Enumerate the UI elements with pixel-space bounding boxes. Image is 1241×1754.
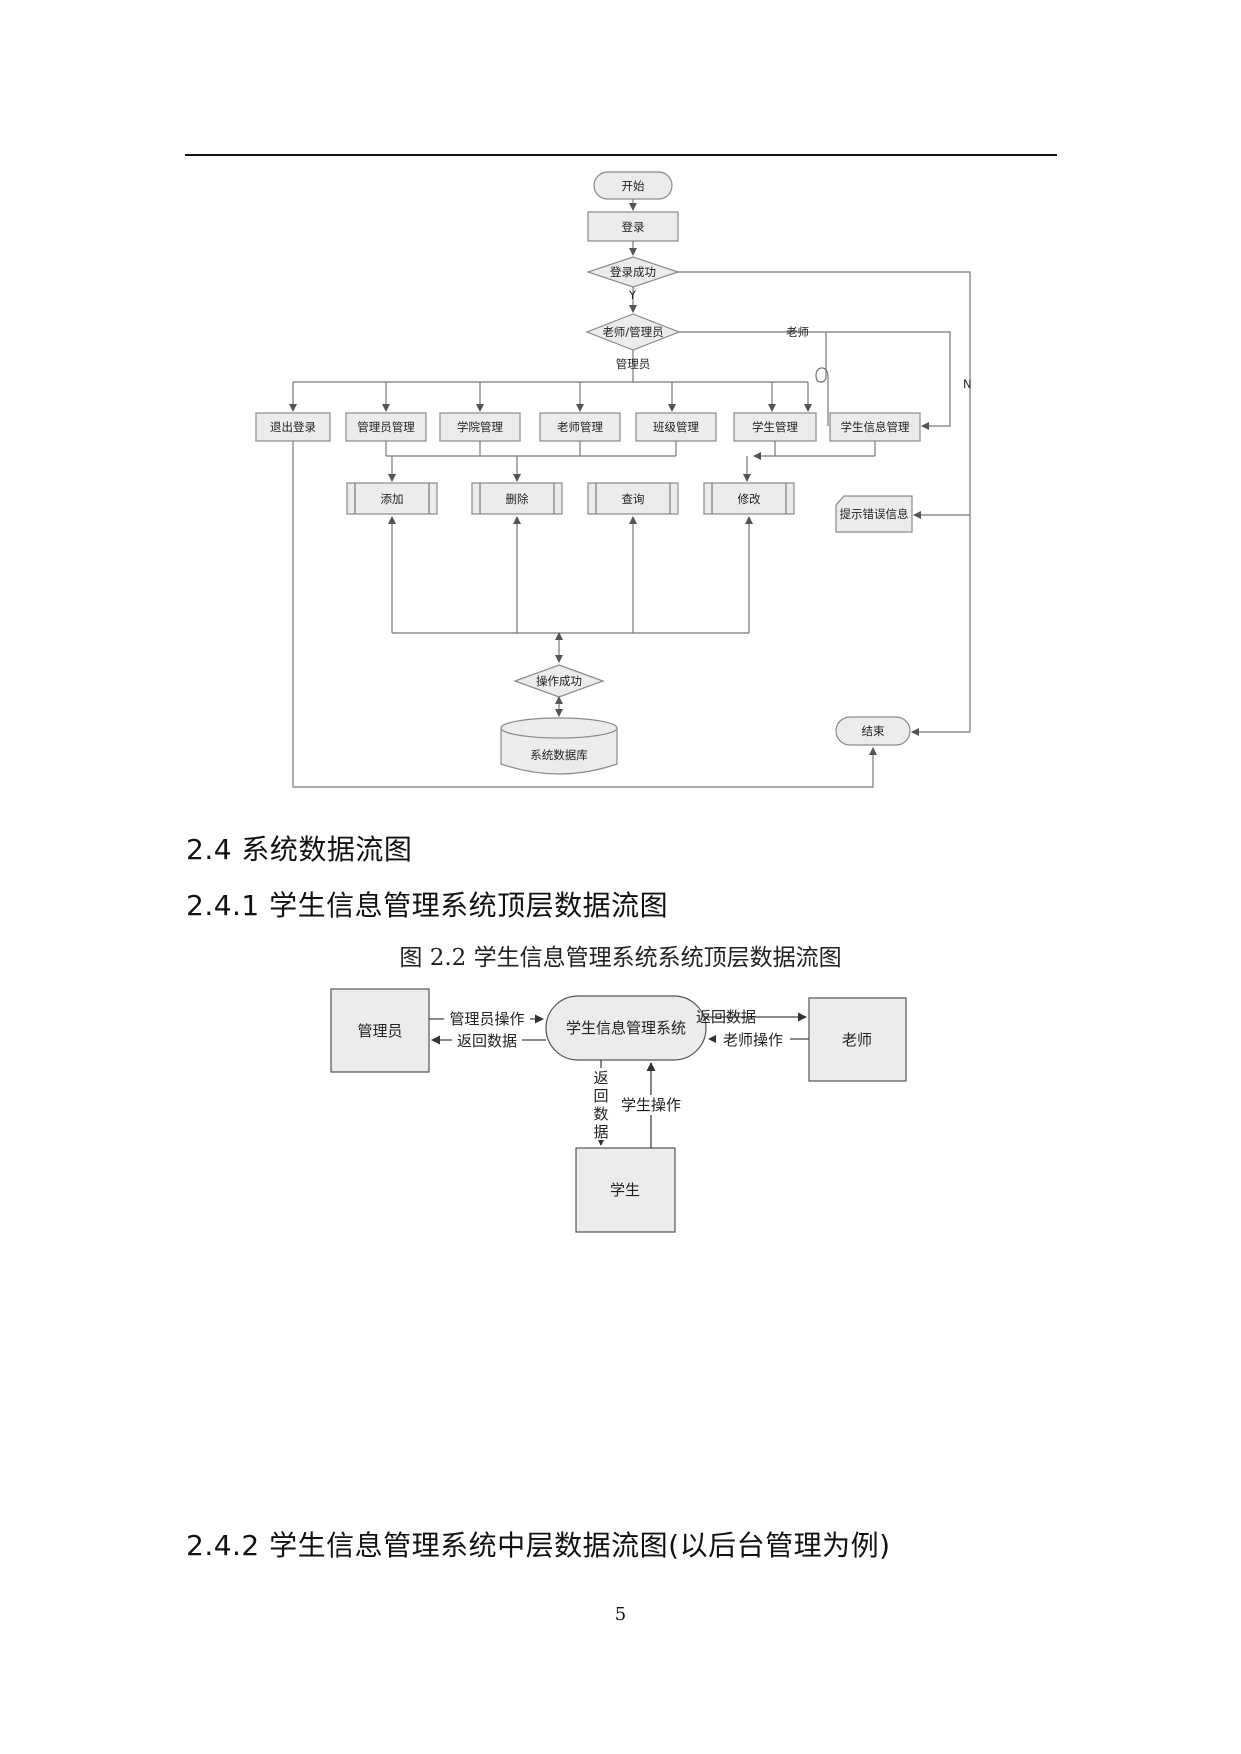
module-label: 学生管理 — [752, 420, 798, 434]
flow-return-data-student-char: 返 — [593, 1069, 608, 1087]
yes-label: Y — [628, 288, 637, 302]
module-label: 学生信息管理 — [841, 420, 910, 434]
module-college-mgmt — [439, 412, 521, 442]
operation-query — [587, 482, 679, 515]
flow-return-data-student-char: 回 — [593, 1087, 608, 1105]
flow-return-data-teacher: 返回数据 — [696, 1008, 756, 1026]
process-label: 学生信息管理系统 — [566, 1019, 686, 1037]
error-message-display — [835, 495, 913, 533]
flow-student-operation: 学生操作 — [621, 1096, 681, 1114]
flow-teacher-operation: 老师操作 — [723, 1031, 783, 1049]
end-terminal — [835, 716, 911, 746]
flow-return-data-student-char: 据 — [593, 1123, 608, 1141]
entity-student — [575, 1147, 676, 1233]
flow-return-data-admin: 返回数据 — [457, 1032, 517, 1050]
module-label: 班级管理 — [653, 420, 699, 434]
operation-success-label: 操作成功 — [536, 674, 582, 688]
module-label: 管理员管理 — [357, 420, 415, 434]
section-heading-2-4-2: 2.4.2 学生信息管理系统中层数据流图(以后台管理为例) — [186, 1529, 891, 1562]
entity-teacher-label: 老师 — [842, 1031, 872, 1049]
flow-return-data-student-char: 数 — [593, 1105, 608, 1123]
module-student-mgmt — [733, 412, 817, 442]
entity-teacher — [808, 997, 907, 1082]
database-label: 系统数据库 — [530, 748, 588, 762]
system-database — [500, 728, 618, 775]
flow-admin-operation: 管理员操作 — [449, 1010, 524, 1028]
operation-label: 删除 — [506, 492, 529, 506]
entity-admin-label: 管理员 — [357, 1022, 402, 1040]
module-label: 老师管理 — [557, 420, 603, 434]
header-rule — [185, 154, 1057, 156]
entity-admin — [330, 988, 430, 1073]
figure-caption: 图 2.2 学生信息管理系统系统顶层数据流图 — [399, 945, 842, 971]
operation-delete — [471, 482, 563, 515]
operation-label: 添加 — [381, 492, 404, 506]
start-label: 开始 — [622, 179, 645, 193]
module-admin-mgmt — [345, 412, 427, 442]
module-label: 退出登录 — [270, 420, 316, 434]
system-flowchart: 开始 登录 登录成功 Y N 老师/管理员 老师 管理员 退出登录 管理员管理 … — [255, 171, 972, 788]
module-label: 学院管理 — [457, 420, 503, 434]
login-success-label: 登录成功 — [610, 265, 656, 279]
module-teacher-mgmt — [539, 412, 621, 442]
module-logout — [255, 412, 331, 442]
module-class-mgmt — [635, 412, 717, 442]
admin-branch-label: 管理员 — [616, 357, 651, 371]
teacher-branch-label: 老师 — [786, 325, 809, 339]
module-student-info-mgmt — [829, 412, 921, 442]
operation-add — [346, 482, 438, 515]
login-label: 登录 — [622, 220, 645, 234]
operation-label: 修改 — [738, 492, 761, 506]
entity-student-label: 学生 — [610, 1181, 640, 1199]
operation-label: 查询 — [622, 492, 645, 506]
process-student-info-system — [545, 995, 707, 1061]
login-process — [587, 211, 679, 242]
operation-modify — [703, 482, 795, 515]
page-number: 5 — [614, 1604, 627, 1625]
error-message-label: 提示错误信息 — [840, 507, 909, 521]
end-label: 结束 — [862, 724, 885, 738]
no-label: N — [963, 377, 972, 391]
role-decision-label: 老师/管理员 — [602, 325, 663, 339]
section-heading-2-4: 2.4 系统数据流图 — [186, 833, 413, 866]
section-heading-2-4-1: 2.4.1 学生信息管理系统顶层数据流图 — [186, 889, 669, 922]
